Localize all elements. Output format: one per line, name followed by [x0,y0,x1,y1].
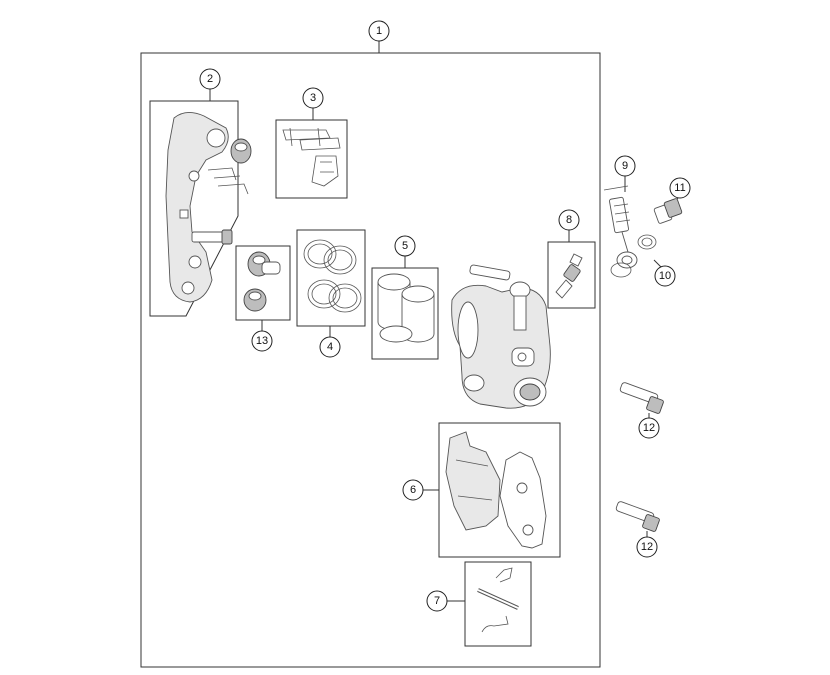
brake-pad-rear [499,451,547,549]
callout-2[interactable]: 2 [199,68,221,90]
retaining-clip [481,615,509,633]
banjo-bolt [653,198,683,224]
bleeder-valve [555,253,583,299]
pad-spring-set [282,127,341,187]
sealing-washers [610,234,657,278]
group-box-8 [547,241,596,309]
guide-boot [230,138,252,164]
callout-6[interactable]: 6 [402,479,424,501]
group-box-13 [235,245,291,321]
svg-text:3: 3 [310,92,316,104]
group-box-2 [149,100,239,317]
seal-rings [303,239,362,313]
svg-text:5: 5 [402,240,408,252]
callout-11[interactable]: 11 [669,177,691,199]
assembly-frame [140,52,601,668]
svg-text:1: 1 [376,25,382,37]
svg-text:8: 8 [566,214,572,226]
callout-8[interactable]: 8 [558,209,580,231]
svg-text:2: 2 [207,73,213,85]
mounting-bolt-lower [615,501,660,532]
callout-1[interactable]: 1 [368,20,390,42]
piston-set [377,273,435,343]
caliper-housing [451,264,551,409]
group-box-7 [464,561,532,647]
svg-text:9: 9 [622,160,628,172]
callout-9[interactable]: 9 [614,155,636,177]
bushing [243,288,267,312]
svg-text:13: 13 [256,335,268,347]
brake-pad-front [445,431,501,531]
group-box-3 [275,119,348,199]
callout-13[interactable]: 13 [251,330,273,352]
spring-clips [207,167,249,195]
callout-12b[interactable]: 12 [636,536,658,558]
svg-text:7: 7 [434,595,440,607]
callout-10[interactable]: 10 [654,265,676,287]
svg-text:12: 12 [641,541,653,553]
rubber-boot [247,251,281,277]
callout-4[interactable]: 4 [319,336,341,358]
caliper-bracket [165,112,229,303]
brake-line [603,185,638,269]
pad-pin [477,567,519,610]
mounting-bolt-upper [619,382,664,414]
callout-5[interactable]: 5 [394,235,416,257]
callout-12a[interactable]: 12 [638,417,660,439]
svg-text:11: 11 [674,182,685,194]
guide-pin [191,229,233,245]
svg-text:4: 4 [327,341,333,353]
callout-7[interactable]: 7 [426,590,448,612]
group-box-4 [296,229,366,327]
svg-text:6: 6 [410,484,416,496]
svg-text:12: 12 [643,422,655,434]
callout-3[interactable]: 3 [302,87,324,109]
svg-text:10: 10 [659,270,671,282]
